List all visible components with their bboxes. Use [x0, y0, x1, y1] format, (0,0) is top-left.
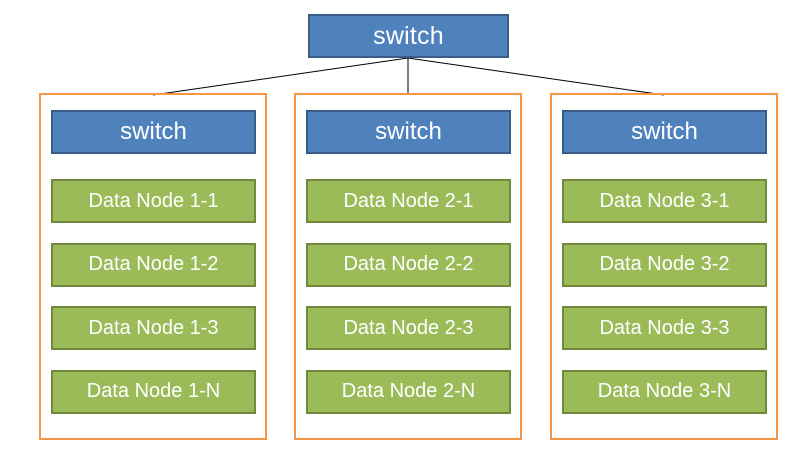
rack-3-node-list: Data Node 3-1 Data Node 3-2 Data Node 3-…	[562, 179, 767, 433]
data-node-1-1: Data Node 1-1	[51, 179, 256, 223]
core-switch: switch	[308, 14, 509, 58]
data-node-2-2: Data Node 2-2	[306, 242, 511, 287]
data-node-2-1: Data Node 2-1	[306, 179, 511, 223]
data-node-1-2: Data Node 1-2	[51, 242, 256, 287]
rack-2-switch: switch	[306, 110, 511, 154]
rack-2-node-list: Data Node 2-1 Data Node 2-2 Data Node 2-…	[306, 179, 511, 433]
rack-3-switch: switch	[562, 110, 767, 154]
data-node-1-n: Data Node 1-N	[51, 369, 256, 414]
rack-2: switch Data Node 2-1 Data Node 2-2 Data …	[294, 93, 522, 440]
data-node-3-1: Data Node 3-1	[562, 179, 767, 223]
data-node-2-n: Data Node 2-N	[306, 369, 511, 414]
rack-1: switch Data Node 1-1 Data Node 1-2 Data …	[39, 93, 267, 440]
data-node-3-n: Data Node 3-N	[562, 369, 767, 414]
data-node-3-3: Data Node 3-3	[562, 306, 767, 350]
rack-1-switch: switch	[51, 110, 256, 154]
rack-3: switch Data Node 3-1 Data Node 3-2 Data …	[550, 93, 778, 440]
data-node-3-2: Data Node 3-2	[562, 242, 767, 287]
rack-1-node-list: Data Node 1-1 Data Node 1-2 Data Node 1-…	[51, 179, 256, 433]
data-node-1-3: Data Node 1-3	[51, 306, 256, 350]
connector-to-rack-1	[152, 57, 409, 96]
data-node-2-3: Data Node 2-3	[306, 306, 511, 350]
connector-to-rack-3	[407, 57, 665, 96]
